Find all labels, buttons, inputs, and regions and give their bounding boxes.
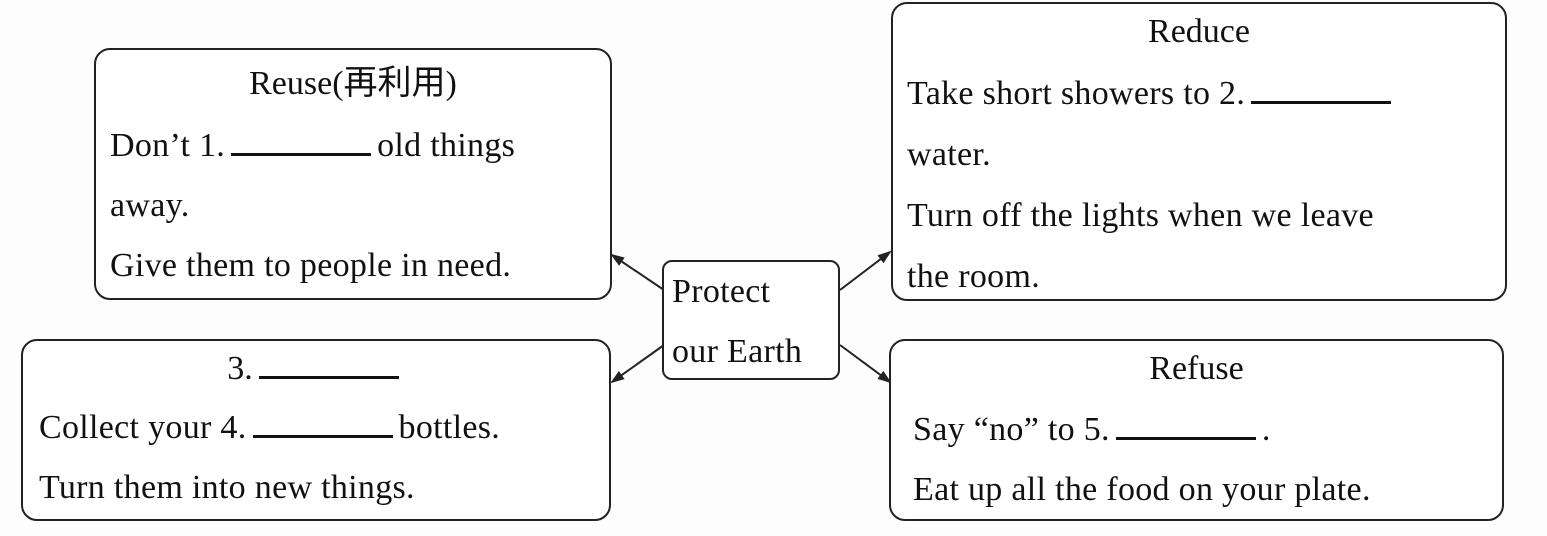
- refuse-line-1-prefix: Say “no” to 5.: [913, 411, 1110, 448]
- reduce-line-1: Take short showers to 2.: [907, 74, 1397, 114]
- recycle-title-number: 3.: [227, 350, 253, 387]
- center-line-1: Protect: [672, 273, 771, 310]
- center-line-2: our Earth: [672, 333, 803, 370]
- reduce-line-3: Turn off the lights when we leave: [907, 197, 1374, 234]
- refuse-line-1: Say “no” to 5..: [913, 410, 1271, 450]
- reuse-line-2: away.: [110, 187, 190, 224]
- refuse-line-2: Eat up all the food on your plate.: [913, 471, 1371, 508]
- blank-1[interactable]: [231, 127, 372, 156]
- arrow-to-reduce: [839, 250, 892, 291]
- center-box: Protect our Earth: [662, 260, 840, 380]
- recycle-line-2: Turn them into new things.: [39, 469, 415, 506]
- refuse-title: Refuse: [1149, 350, 1244, 387]
- blank-3[interactable]: [258, 350, 399, 379]
- recycle-line-1-prefix: Collect your 4.: [39, 409, 247, 446]
- refuse-line-1-suffix: .: [1261, 411, 1271, 448]
- reduce-line-2: water.: [907, 136, 991, 173]
- refuse-box: Refuse Say “no” to 5.. Eat up all the fo…: [889, 339, 1504, 521]
- reuse-box: Reuse(再利用) Don’t 1. old things away. Give…: [94, 48, 612, 300]
- reuse-line-1: Don’t 1. old things: [110, 126, 515, 166]
- arrow-to-recycle: [610, 344, 665, 384]
- blank-5[interactable]: [1115, 411, 1256, 440]
- blank-4[interactable]: [252, 409, 393, 438]
- reuse-line-1-suffix: old things: [377, 127, 516, 164]
- reuse-title: Reuse(再利用): [249, 65, 457, 102]
- reduce-line-1-prefix: Take short showers to 2.: [907, 75, 1246, 112]
- arrow-to-refuse: [839, 344, 892, 384]
- recycle-line-1: Collect your 4. bottles.: [39, 408, 500, 448]
- recycle-line-1-suffix: bottles.: [398, 409, 501, 446]
- reduce-line-4: the room.: [907, 258, 1041, 295]
- reuse-line-3: Give them to people in need.: [110, 247, 512, 284]
- reuse-line-1-prefix: Don’t 1.: [110, 127, 226, 164]
- recycle-box: 3. Collect your 4. bottles. Turn them int…: [21, 339, 611, 521]
- reduce-title: Reduce: [1148, 13, 1250, 50]
- recycle-title: 3.: [23, 349, 609, 389]
- blank-2[interactable]: [1251, 75, 1392, 104]
- arrow-to-reuse: [610, 253, 665, 291]
- reduce-box: Reduce Take short showers to 2. water. T…: [891, 2, 1507, 301]
